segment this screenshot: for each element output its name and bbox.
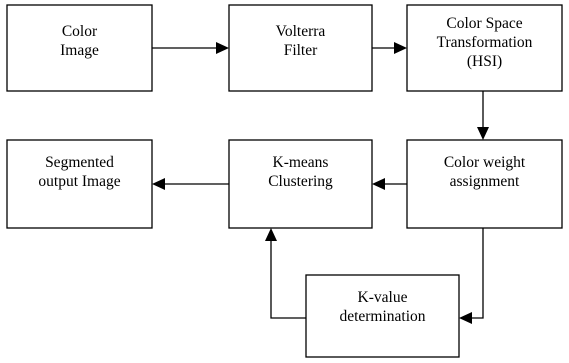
node-color-weight-line-2: assignment bbox=[450, 173, 520, 190]
node-color-image-line-1: Color bbox=[62, 23, 98, 40]
edge-kmeans-to-segmented bbox=[152, 178, 229, 190]
node-color-space-line-2: Transformation bbox=[437, 34, 533, 51]
edge-color-weight-to-kvalue bbox=[459, 228, 484, 324]
node-color-image-line-2: Image bbox=[60, 42, 99, 59]
node-color-weight-assignment: Color weight assignment bbox=[406, 139, 563, 229]
node-kmeans-line-2: Clustering bbox=[268, 173, 333, 190]
edge-color-space-to-color-weight bbox=[477, 91, 489, 140]
node-kvalue-line-1: K-value bbox=[358, 289, 408, 306]
node-kmeans-line-1: K-means bbox=[273, 154, 329, 171]
edge-volterra-filter-to-color-space bbox=[372, 42, 407, 54]
edge-color-image-to-volterra-filter bbox=[152, 42, 229, 54]
node-kvalue-determination: K-value determination bbox=[305, 274, 460, 358]
node-segmented-line-2: output Image bbox=[38, 173, 120, 190]
node-segmented-output-image: Segmented output Image bbox=[6, 139, 153, 229]
node-kvalue-line-2: determination bbox=[339, 308, 425, 325]
node-volterra-filter-line-2: Filter bbox=[284, 42, 318, 59]
edge-kvalue-to-kmeans bbox=[265, 228, 306, 319]
node-segmented-line-1: Segmented bbox=[45, 154, 114, 171]
node-color-space-line-1: Color Space bbox=[446, 15, 522, 32]
node-volterra-filter-line-1: Volterra bbox=[276, 23, 326, 40]
node-color-weight-line-1: Color weight bbox=[444, 154, 526, 171]
edge-color-weight-to-kmeans bbox=[372, 178, 407, 190]
node-color-space-line-3: (HSI) bbox=[467, 53, 502, 70]
